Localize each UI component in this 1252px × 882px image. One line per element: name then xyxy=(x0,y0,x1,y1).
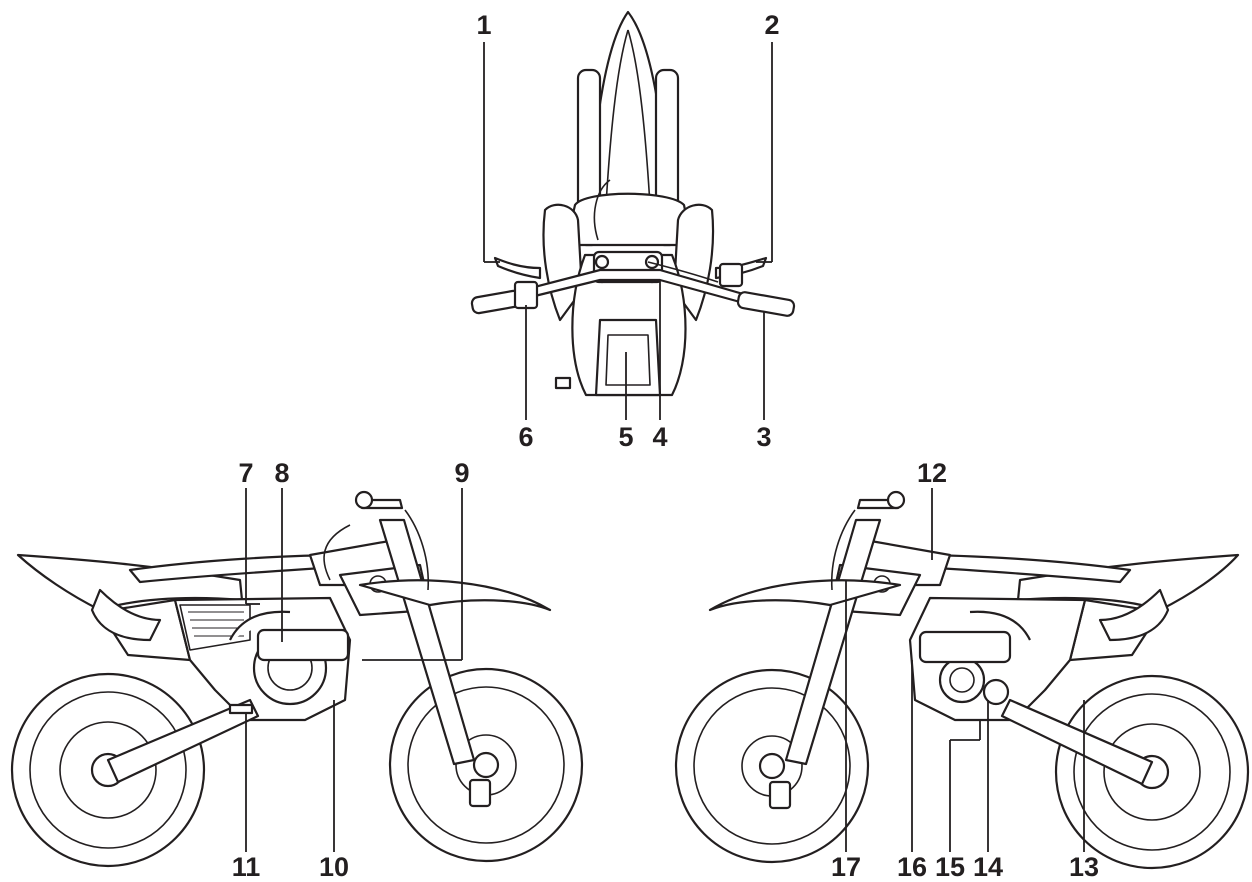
callout-7: 7 xyxy=(238,458,253,488)
callout-9: 9 xyxy=(454,458,469,488)
callout-1: 1 xyxy=(476,10,491,40)
callout-3: 3 xyxy=(756,422,771,452)
left-view-leader-lines xyxy=(245,488,463,852)
right-view-leader-lines xyxy=(845,488,1085,852)
right-side-view-motorcycle xyxy=(674,490,1250,870)
left-side-view-motorcycle xyxy=(10,490,584,868)
callout-13: 13 xyxy=(1069,852,1099,882)
callout-11: 11 xyxy=(232,852,261,882)
callout-15: 15 xyxy=(935,852,965,882)
callout-16: 16 xyxy=(897,852,927,882)
callout-10: 10 xyxy=(319,852,349,882)
top-view-motorcycle xyxy=(470,10,796,397)
callout-4: 4 xyxy=(652,422,667,452)
callout-6: 6 xyxy=(518,422,533,452)
callout-14: 14 xyxy=(973,852,1003,882)
callout-5: 5 xyxy=(618,422,633,452)
callout-2: 2 xyxy=(764,10,779,40)
callout-17: 17 xyxy=(831,852,861,882)
callout-8: 8 xyxy=(274,458,289,488)
callout-12: 12 xyxy=(917,458,947,488)
top-view-leader-lines xyxy=(483,42,773,420)
callout-labels: 1 2 3 4 5 6 7 8 9 10 11 12 13 14 15 16 1… xyxy=(232,10,1099,882)
